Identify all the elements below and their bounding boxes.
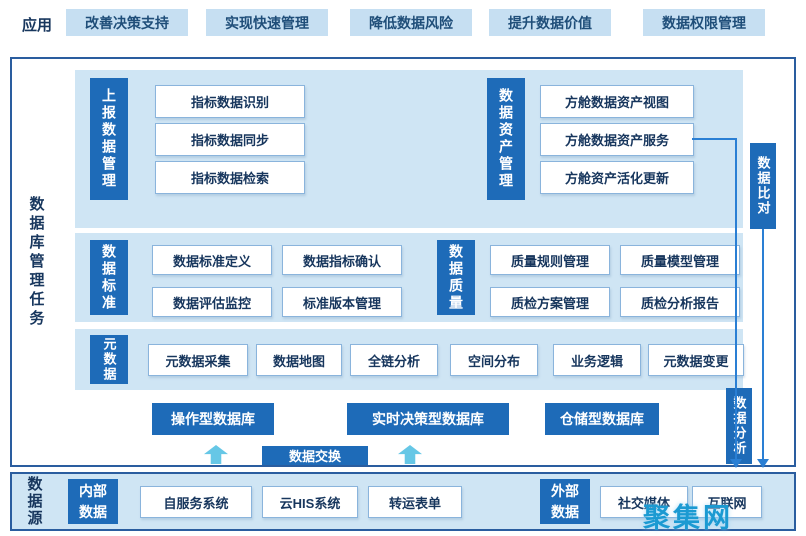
asset-item: 方舱数据资产服务 <box>540 123 694 156</box>
asset-item: 方舱数据资产视图 <box>540 85 694 118</box>
app-item: 改善决策支持 <box>66 9 188 36</box>
meta-item: 元数据变更 <box>648 344 744 376</box>
flow-line-vertical <box>735 138 737 460</box>
app-item: 数据权限管理 <box>643 9 765 36</box>
meta-group-label: 元数据 <box>90 335 128 384</box>
app-item: 提升数据价值 <box>489 9 611 36</box>
analysis-label: 数据分析 <box>726 388 752 464</box>
flow-line-vertical <box>762 229 764 460</box>
database-management-panel: 数据库管理任务 上报数据管理 指标数据识别 指标数据同步 指标数据检索 数据资产… <box>10 57 796 467</box>
flow-line-horizontal <box>692 138 737 140</box>
data-source-panel: 数据源 内部数据 自服务系统 云HIS系统 转运表单 外部数据 社交媒体 互联网 <box>10 472 796 531</box>
app-item: 降低数据风险 <box>350 9 472 36</box>
up-arrow-icon <box>398 445 422 464</box>
quality-item: 质量规则管理 <box>490 245 610 275</box>
external-item: 社交媒体 <box>600 486 688 518</box>
compare-label: 数据比对 <box>750 143 776 229</box>
asset-item: 方舱资产活化更新 <box>540 161 694 194</box>
exchange-box: 数据交换 <box>262 446 368 465</box>
arrowhead-down-icon <box>757 459 769 468</box>
external-item: 互联网 <box>692 486 762 518</box>
source-side-label: 数据源 <box>25 476 43 527</box>
standard-item: 标准版本管理 <box>282 287 402 317</box>
internal-item: 云HIS系统 <box>262 486 358 518</box>
standard-item: 数据评估监控 <box>152 287 272 317</box>
report-item: 指标数据识别 <box>155 85 305 118</box>
database-box: 实时决策型数据库 <box>347 403 509 435</box>
arrowhead-down-icon <box>730 459 742 468</box>
asset-group-label: 数据资产管理 <box>487 78 525 200</box>
quality-group-label: 数据质量 <box>437 240 475 315</box>
standard-item: 数据标准定义 <box>152 245 272 275</box>
app-row-label: 应用 <box>22 17 53 34</box>
main-side-label: 数据库管理任务 <box>27 195 45 329</box>
app-item: 实现快速管理 <box>206 9 328 36</box>
meta-item: 业务逻辑 <box>553 344 641 376</box>
report-item: 指标数据同步 <box>155 123 305 156</box>
report-group-label: 上报数据管理 <box>90 78 128 200</box>
database-box: 操作型数据库 <box>152 403 274 435</box>
quality-item: 质量模型管理 <box>620 245 740 275</box>
report-item: 指标数据检索 <box>155 161 305 194</box>
external-data-label: 外部数据 <box>540 479 590 524</box>
watermark: 聚集网 <box>643 503 733 533</box>
standard-item: 数据指标确认 <box>282 245 402 275</box>
internal-item: 转运表单 <box>368 486 462 518</box>
meta-item: 元数据采集 <box>148 344 248 376</box>
quality-item: 质检分析报告 <box>620 287 740 317</box>
internal-data-label: 内部数据 <box>68 479 118 524</box>
meta-item: 空间分布 <box>450 344 538 376</box>
quality-item: 质检方案管理 <box>490 287 610 317</box>
meta-item: 全链分析 <box>350 344 438 376</box>
meta-item: 数据地图 <box>256 344 342 376</box>
database-box: 仓储型数据库 <box>545 403 659 435</box>
up-arrow-icon <box>204 445 228 464</box>
standard-group-label: 数据标准 <box>90 240 128 315</box>
internal-item: 自服务系统 <box>140 486 252 518</box>
